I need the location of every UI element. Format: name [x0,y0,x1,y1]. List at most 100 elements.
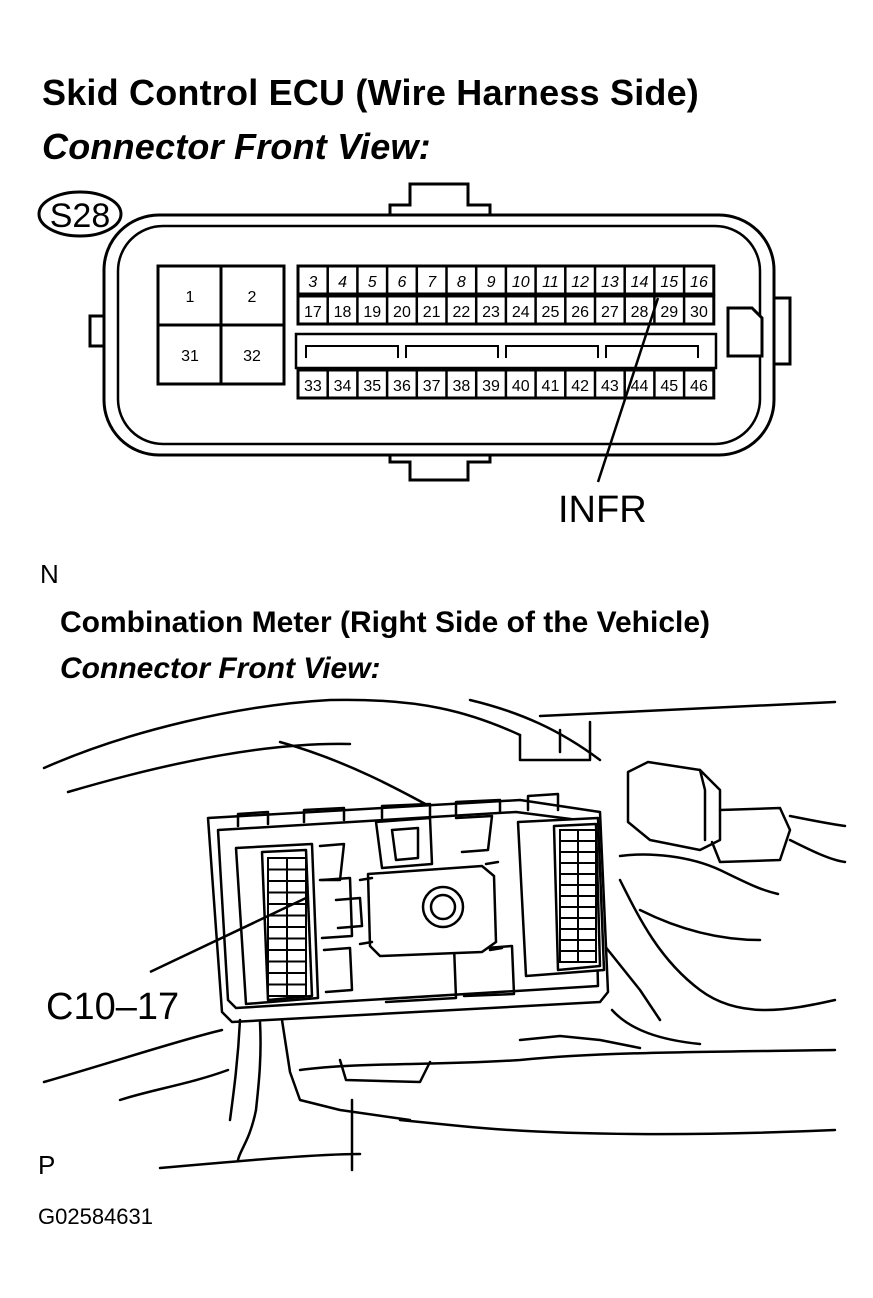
pin-45: 45 [660,378,678,395]
pin-32: 32 [243,348,261,365]
pin-6: 6 [397,274,406,291]
pin-40: 40 [512,378,530,395]
meter-left-cavity [286,857,307,871]
meter-subtitle: Connector Front View: [60,652,381,685]
meter-left-cavity [286,914,307,928]
meter-right-cavity [577,939,597,952]
c10-callout: C10–17 [46,986,180,1028]
meter-right-cavity [577,895,597,908]
pin-31: 31 [181,348,199,365]
pin-12: 12 [571,274,589,291]
meter-right-cavity [577,928,597,941]
meter-right-cavity [559,840,579,853]
pin-28: 28 [631,304,649,321]
meter-right-cavity [559,917,579,930]
meter-left-cavity [286,926,307,940]
pin-4: 4 [338,274,347,291]
pin-37: 37 [423,378,441,395]
meter-right-cavity [559,862,579,875]
pin-11: 11 [542,274,559,291]
meter-left-cavity [267,880,288,894]
meter-right-cavity [577,884,597,897]
pin-39: 39 [482,378,500,395]
connector-id-oval [37,190,123,238]
pin-25: 25 [542,304,560,321]
pin-9: 9 [487,274,496,291]
big-pin-block: 1 2 31 32 [156,264,286,386]
pin-42: 42 [571,378,589,395]
meter-right-cavity [577,873,597,886]
meter-left-cavity [286,903,307,917]
meter-right-cavity [559,829,579,842]
pin-43: 43 [601,378,619,395]
meter-left-cavity [267,972,288,986]
pin-1: 1 [186,289,195,306]
meter-right-cavity [577,829,597,842]
meter-left-cavity [286,949,307,963]
pin-24: 24 [512,304,530,321]
meter-title: Combination Meter (Right Side of the Veh… [60,606,711,639]
pin-17: 17 [304,304,322,321]
meter-right-cavity [559,873,579,886]
pin-13: 13 [601,274,619,291]
meter-left-cavity [286,972,307,986]
pin-7: 7 [427,274,437,291]
pin-16: 16 [690,274,708,291]
pin-22: 22 [452,304,470,321]
meter-right-cavity [577,851,597,864]
meter-left-cavity [286,983,307,997]
meter-right-cavity [559,939,579,952]
meter-right-cavity [577,840,597,853]
pin-3: 3 [308,274,317,291]
pin-8: 8 [457,274,466,291]
pin-19: 19 [363,304,381,321]
pin-41: 41 [542,378,560,395]
infr-leader-line [596,297,660,483]
meter-left-cavity [286,960,307,974]
pin-35: 35 [363,378,381,395]
pin-18: 18 [334,304,352,321]
meter-right-cavity [559,928,579,941]
pin-38: 38 [452,378,470,395]
pin-5: 5 [368,274,377,291]
meter-right-cavity [577,950,597,963]
meter-left-cavity [267,949,288,963]
meter-left-cavity [286,937,307,951]
pin-34: 34 [334,378,352,395]
pin-29: 29 [660,304,678,321]
ecu-subtitle: Connector Front View: [42,126,431,167]
pin-14: 14 [631,274,649,291]
pin-27: 27 [601,304,619,321]
pin-36: 36 [393,378,411,395]
infr-callout: INFR [558,489,647,531]
pin-20: 20 [393,304,411,321]
meter-left-cavity [267,868,288,882]
pin-30: 30 [690,304,708,321]
pin-15: 15 [660,274,678,291]
marker-p: P [38,1150,56,1180]
meter-left-cavity [267,903,288,917]
pin-44: 44 [631,378,649,395]
meter-left-cavity [286,891,307,905]
meter-left-cavity [267,926,288,940]
meter-left-cavity [286,880,307,894]
pin-10: 10 [512,274,530,291]
pin-23: 23 [482,304,500,321]
pin-2: 2 [248,289,257,306]
meter-left-cavity [267,960,288,974]
meter-right-cavity [559,851,579,864]
meter-left-cavity [286,868,307,882]
meter-right-cavity [559,895,579,908]
marker-n: N [40,559,59,589]
meter-right-cavity [577,917,597,930]
pin-21: 21 [423,304,441,321]
meter-right-cavity [577,906,597,919]
meter-right-cavity [559,950,579,963]
meter-left-cavity [267,983,288,997]
keying-slot-bar [294,332,718,370]
meter-left-cavity [267,891,288,905]
c10-leader-line [149,896,307,974]
ecu-title: Skid Control ECU (Wire Harness Side) [42,72,699,113]
meter-right-cavity [559,906,579,919]
